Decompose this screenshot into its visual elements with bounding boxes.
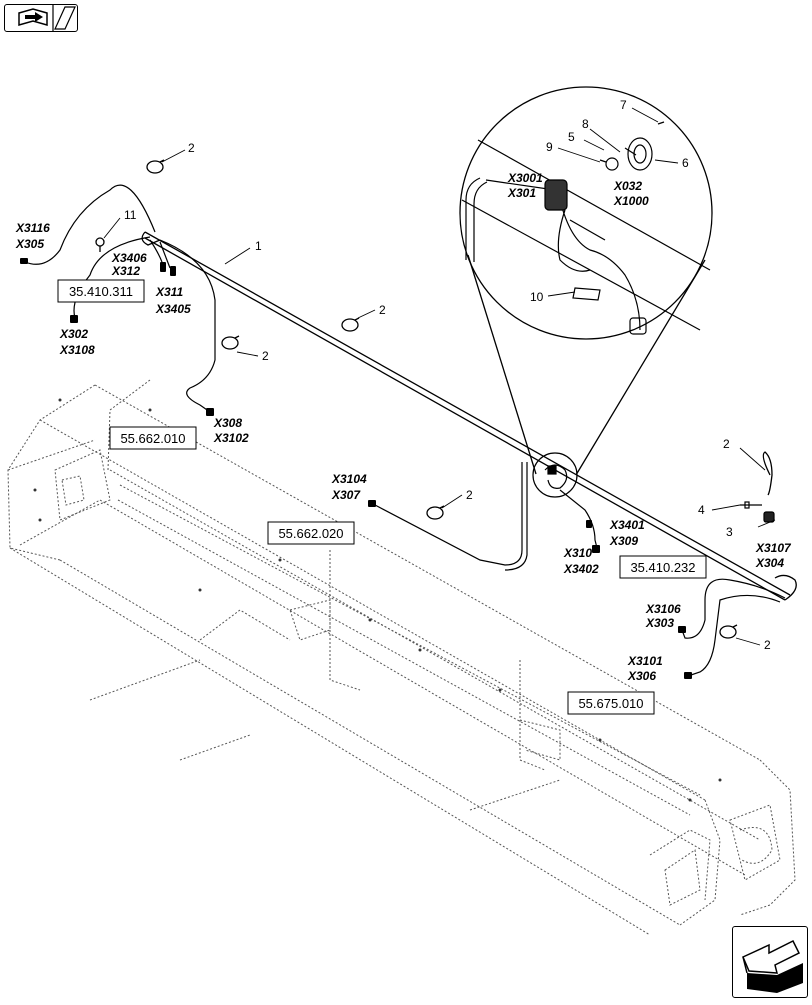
connector-label: X311 (155, 285, 183, 299)
callout-2: 2 (188, 141, 195, 155)
callout-10: 10 (530, 290, 544, 304)
callout-numbers: 1 2 2 2 2 2 2 3 4 5 6 7 8 9 10 11 (124, 98, 771, 652)
connector-label: X3102 (213, 431, 249, 445)
connector-label: X3116 (15, 221, 50, 235)
callout-2: 2 (379, 303, 386, 317)
return-arrow-icon (742, 939, 803, 993)
callout-8: 8 (582, 117, 589, 131)
connector-blobs (20, 258, 692, 679)
reference-box-label: 55.662.010 (120, 431, 185, 446)
connector-labels: X3116 X305 X3406 X312 X311 X3405 X302 X3… (15, 171, 792, 683)
callout-2: 2 (723, 437, 730, 451)
reference-box-label: 55.675.010 (578, 696, 643, 711)
callout-9: 9 (546, 140, 553, 154)
reference-box-label: 35.410.232 (630, 560, 695, 575)
detail-contents (461, 121, 711, 335)
connector-label: X3402 (563, 562, 599, 576)
clip-and-bolt (740, 501, 775, 523)
connector-label: X307 (331, 488, 361, 502)
reference-boxes: 35.410.311 55.662.010 55.662.020 35.410.… (57, 279, 707, 715)
connector-label: X3406 (111, 251, 147, 265)
book-with-arrow-icon (18, 5, 76, 31)
connector-label: X3107 (755, 541, 792, 555)
connector-label: X1000 (613, 194, 649, 208)
reference-box-label: 55.662.020 (278, 526, 343, 541)
connector-label: X032 (613, 179, 642, 193)
callout-4: 4 (698, 503, 705, 517)
detail-callout (459, 86, 713, 476)
callout-2: 2 (764, 638, 771, 652)
connector-label: X309 (609, 534, 638, 548)
centre-drop-harness (374, 462, 528, 571)
connector-label: X310 (563, 546, 592, 560)
leader-lines (103, 107, 776, 646)
callout-1: 1 (255, 239, 262, 253)
left-branch-harness (24, 184, 216, 413)
main-harness (141, 231, 797, 601)
connector-label: X3001 (507, 171, 543, 185)
callout-6: 6 (682, 156, 689, 170)
callout-2: 2 (262, 349, 269, 363)
connector-label: X3401 (609, 518, 645, 532)
connector-label: X3101 (627, 654, 663, 668)
connector-label: X304 (755, 556, 784, 570)
connector-label: X302 (59, 327, 88, 341)
return-nav-button[interactable] (732, 926, 808, 998)
callout-5: 5 (568, 130, 575, 144)
connector-label: X3106 (645, 602, 681, 616)
callout-7: 7 (620, 98, 627, 112)
connector-label: X303 (645, 616, 674, 630)
header-frame (7, 379, 796, 936)
connector-label: X3405 (155, 302, 191, 316)
right-branch-harness (559, 489, 786, 677)
zoom-marker (532, 452, 578, 498)
callout-3: 3 (726, 525, 733, 539)
connector-label: X3104 (331, 472, 367, 486)
connector-label: X306 (627, 669, 656, 683)
callout-2: 2 (466, 488, 473, 502)
connector-label: X308 (213, 416, 242, 430)
connector-label: X3108 (59, 343, 95, 357)
connector-label: X305 (15, 237, 44, 251)
connector-label: X312 (111, 264, 140, 278)
book-nav-button[interactable] (4, 4, 78, 32)
connector-label: X301 (507, 186, 536, 200)
reference-box-label: 35.410.311 (69, 284, 133, 299)
header-holes (33, 398, 722, 802)
callout-11: 11 (124, 208, 137, 222)
